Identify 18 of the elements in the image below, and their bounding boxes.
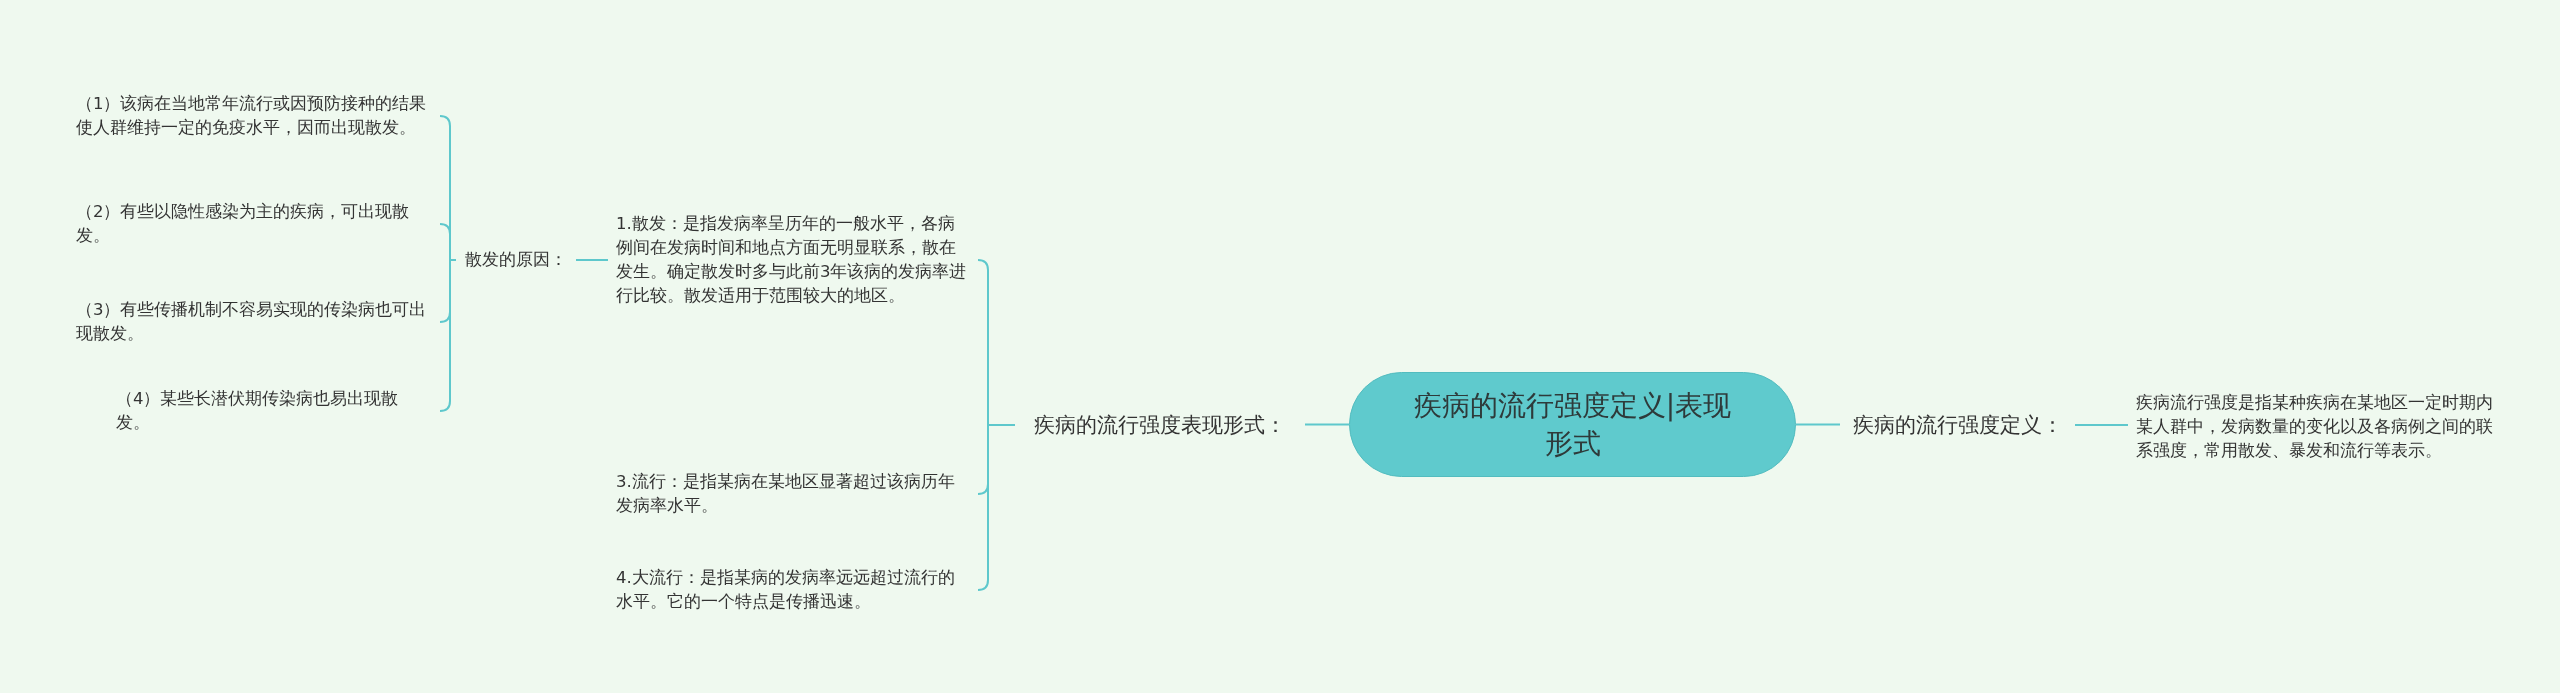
topic-text: （1）该病在当地常年流行或因预防接种的结果使人群维持一定的免疫水平，因而出现散发。 [76, 93, 428, 139]
branch-topic: 散发的原因： [465, 249, 567, 271]
central-topic: 疾病的流行强度定义|表现形式 [1349, 372, 1796, 477]
topic-text: （4）某些长潜伏期传染病也易出现散发。 [116, 388, 400, 434]
connector-line [439, 259, 457, 412]
connector-line [977, 424, 1016, 591]
topic-text: （3）有些传播机制不容易实现的传染病也可出现散发。 [76, 299, 428, 345]
topic-text: 1.散发：是指发病率呈历年的一般水平，各病例间在发病时间和地点方面无明显联系，散在发生。确定散发时多与此前3年该病的发病率进行比较。散发适用于范围较大的地区。 [616, 213, 968, 307]
topic-text: 疾病流行强度是指某种疾病在某地区一定时期内某人群中，发病数量的变化以及各病例之间的联系强度，常用散发、暴发和流行等表示。 [2136, 392, 2494, 462]
branch-topic: 疾病的流行强度表现形式： [1034, 412, 1286, 439]
connector-line [1795, 423, 1841, 426]
topic-text: 3.流行：是指某病在某地区显著超过该病历年发病率水平。 [616, 471, 956, 517]
connector-line [1304, 423, 1350, 426]
connector-line [575, 259, 609, 261]
topic-text: （2）有些以隐性感染为主的疾病，可出现散发。 [76, 201, 411, 247]
connector-line [2074, 424, 2129, 426]
topic-text: 4.大流行：是指某病的发病率远远超过流行的水平。它的一个特点是传播迅速。 [616, 567, 956, 613]
branch-topic: 疾病的流行强度定义： [1852, 412, 2063, 439]
